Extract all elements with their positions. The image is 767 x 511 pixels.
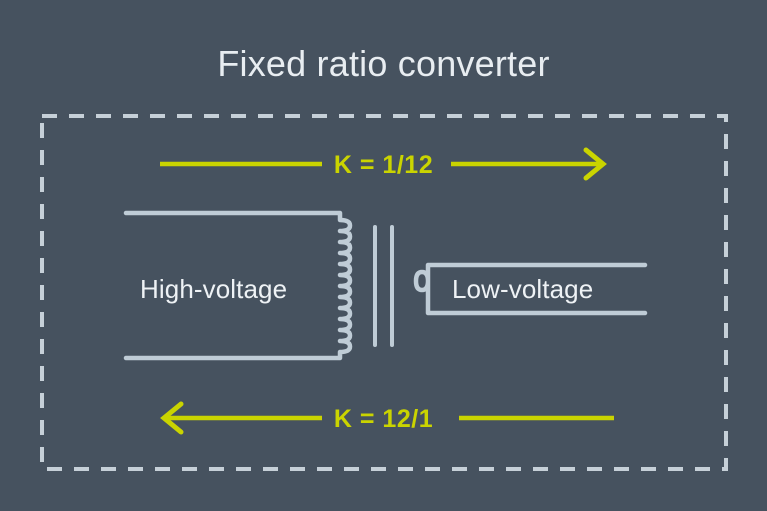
transformer-core-group — [373, 225, 394, 347]
top-flow-arrow-group: K = 1/12 — [160, 147, 607, 181]
secondary-winding-label: Low-voltage — [452, 274, 593, 304]
bottom-arrowhead-left-icon — [160, 401, 184, 435]
converter-boundary — [40, 114, 728, 471]
top-ratio-label: K = 1/12 — [334, 151, 433, 179]
primary-winding-group: High-voltage — [123, 210, 353, 361]
secondary-coil-wire — [413, 262, 648, 316]
primary-coil-wire — [123, 210, 353, 361]
bottom-flow-arrow-group: K = 12/1 — [160, 401, 614, 435]
bottom-ratio-label: K = 12/1 — [334, 405, 433, 433]
primary-winding-label: High-voltage — [140, 274, 287, 304]
secondary-winding-group: Low-voltage — [413, 262, 648, 316]
page-title: Fixed ratio converter — [217, 43, 549, 84]
top-arrowhead-right-icon — [583, 147, 607, 181]
